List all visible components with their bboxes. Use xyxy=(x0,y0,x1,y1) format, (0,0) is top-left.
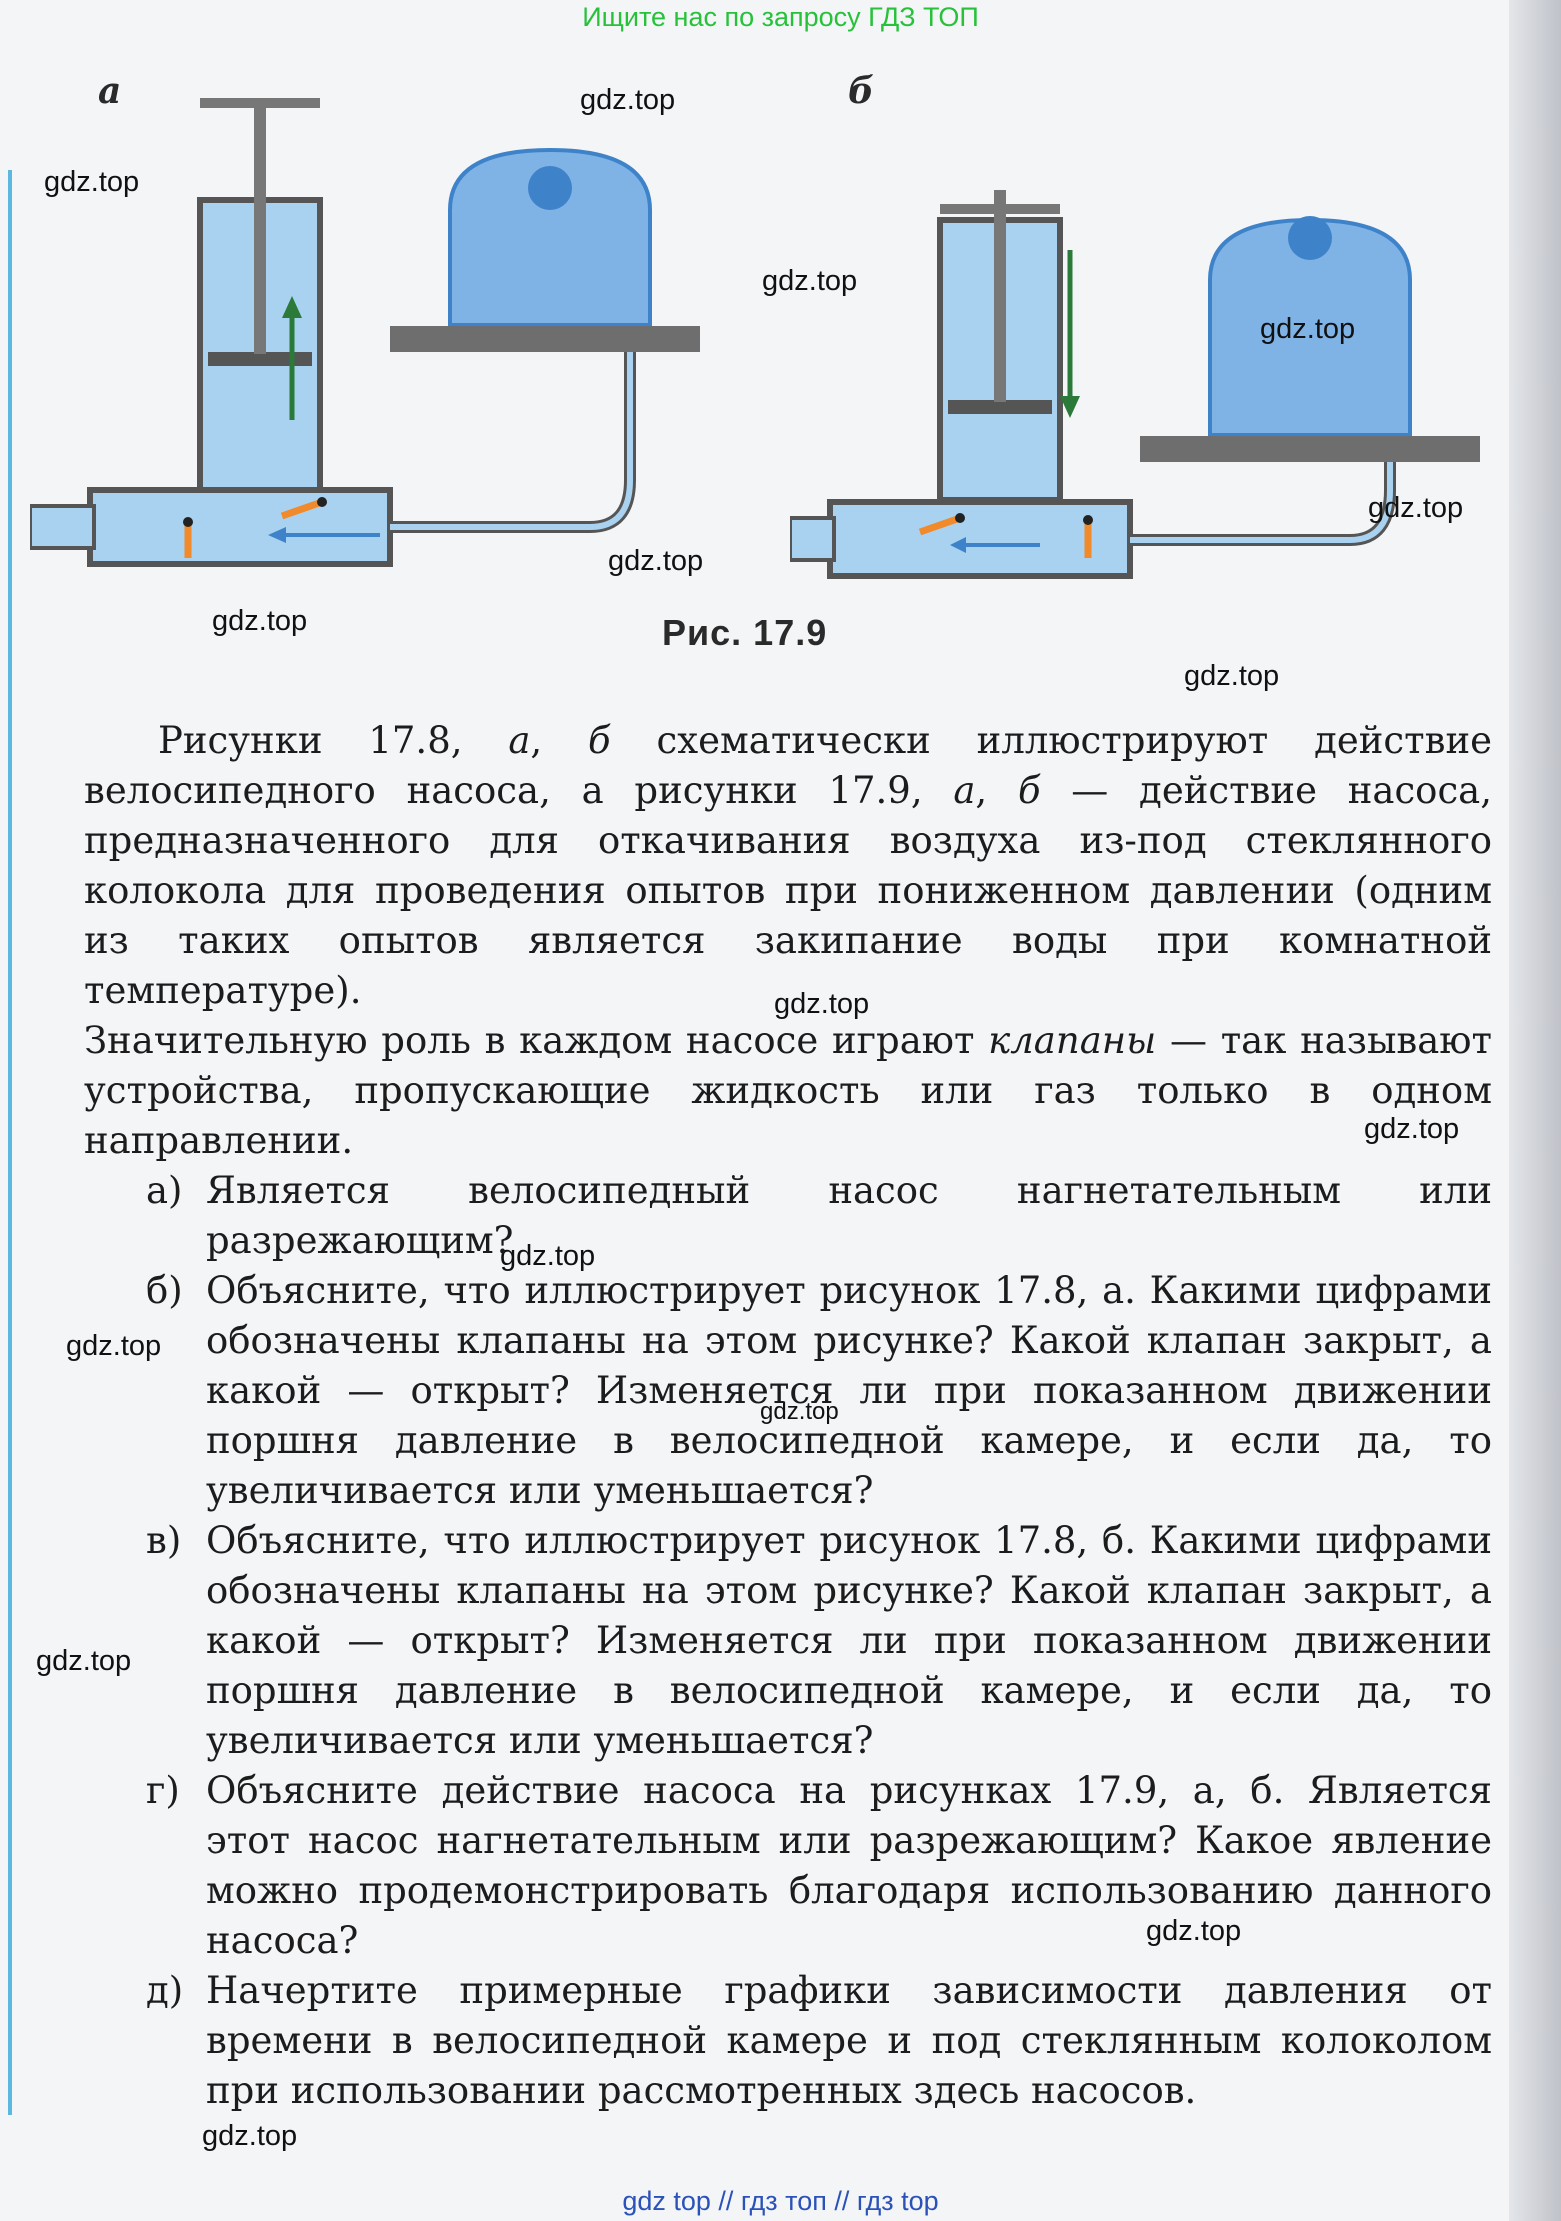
bottom-banner[interactable]: gdz top // гдз топ // гдз top xyxy=(622,2186,939,2216)
figure-caption: Рис. 17.9 xyxy=(662,612,828,653)
intro-text: Рисунки 17.8, xyxy=(158,719,509,762)
bell-jar-a xyxy=(448,147,652,327)
down-bracket-b xyxy=(940,204,1060,214)
italic-letter: а xyxy=(953,769,976,812)
intro-text: — действие насоса, предназначенного для … xyxy=(84,769,1492,1012)
intro-text: схематически иллюстрируют действие велос… xyxy=(84,719,1492,812)
task-text: Является велосипедный насос нагнетательн… xyxy=(206,1169,1492,1262)
italic-letter: а xyxy=(508,719,531,762)
task-item: б) Объясните, что иллюстрирует рисунок 1… xyxy=(84,1266,1492,1516)
watermark: gdz.top xyxy=(36,1645,132,1677)
intro-text: , xyxy=(530,719,589,762)
watermark: gdz.top xyxy=(1260,313,1356,345)
watermark: gdz.top xyxy=(760,1398,839,1425)
intro-text: Значительную роль в каждом насосе играют xyxy=(84,1019,989,1062)
valve-open-b xyxy=(918,514,962,536)
pump-outlet-a xyxy=(30,504,96,550)
tube-b xyxy=(1130,462,1396,546)
figure-label-a: а xyxy=(98,70,122,112)
task-letter: г) xyxy=(146,1769,180,1812)
problem-text: Рисунки 17.8, а, б схематически иллюстри… xyxy=(84,716,1492,2116)
pump-outlet-b xyxy=(790,516,836,562)
base-plate-a xyxy=(390,326,700,352)
task-text: Объясните действие насоса на рисунках 17… xyxy=(206,1769,1492,1962)
valve-open-a xyxy=(280,498,324,520)
watermark: gdz.top xyxy=(608,545,704,577)
task-letter: а) xyxy=(146,1169,183,1212)
tube-a xyxy=(390,352,636,533)
base-plate-b xyxy=(1140,436,1480,462)
watermark: gdz.top xyxy=(1146,1915,1242,1947)
watermark: gdz.top xyxy=(1184,660,1280,692)
bell-jar-knob-a xyxy=(528,166,572,210)
watermark: gdz.top xyxy=(774,988,870,1020)
intro-paragraph: Рисунки 17.8, а, б схематически иллюстри… xyxy=(84,716,1492,1016)
piston-rod-b xyxy=(994,190,1006,402)
top-banner[interactable]: Ищите нас по запросу ГДЗ ТОП xyxy=(582,2,979,32)
watermark: gdz.top xyxy=(1368,492,1464,524)
watermark: gdz.top xyxy=(500,1240,596,1272)
task-item: а) Является велосипедный насос нагнетате… xyxy=(84,1166,1492,1266)
bell-jar-knob-b xyxy=(1288,216,1332,260)
term-valves: клапаны xyxy=(988,1019,1157,1062)
italic-letter: б xyxy=(1017,769,1041,812)
piston-handle-a xyxy=(200,98,320,108)
pump-channel-a xyxy=(87,487,393,567)
margin-rule xyxy=(8,170,12,2115)
page-edge-shadow xyxy=(1509,0,1561,2221)
piston-b xyxy=(948,400,1052,414)
watermark: gdz.top xyxy=(1364,1113,1460,1145)
task-letter: б) xyxy=(146,1269,183,1312)
intro-text: , xyxy=(975,769,1018,812)
watermark: gdz.top xyxy=(580,84,676,116)
pump-diagram-a xyxy=(30,98,700,567)
watermark: gdz.top xyxy=(66,1330,162,1362)
task-letter: д) xyxy=(146,1969,184,2012)
task-letter: в) xyxy=(146,1519,182,1562)
task-text: Объясните, что иллюстрирует рисунок 17.8… xyxy=(206,1519,1492,1762)
watermark: gdz.top xyxy=(762,265,858,297)
piston-a xyxy=(208,352,312,366)
task-text: Объясните, что иллюстрирует рисунок 17.8… xyxy=(206,1269,1492,1512)
task-item: д) Начертите примерные графики зависимос… xyxy=(84,1966,1492,2116)
watermark: gdz.top xyxy=(44,166,140,198)
italic-letter: б xyxy=(588,719,611,762)
task-text: Начертите примерные графики зависимости … xyxy=(206,1969,1492,2112)
intro-text: — так называют устройства, пропускающие … xyxy=(84,1019,1492,1162)
watermark: gdz.top xyxy=(202,2120,298,2152)
watermark: gdz.top xyxy=(212,605,308,637)
piston-rod-a xyxy=(254,104,266,354)
valves-paragraph: Значительную роль в каждом насосе играют… xyxy=(84,1016,1492,1166)
figure-label-b: б xyxy=(848,70,874,112)
pump-diagram-b xyxy=(790,190,1480,579)
task-item: г) Объясните действие насоса на рисунках… xyxy=(84,1766,1492,1966)
task-item: в) Объясните, что иллюстрирует рисунок 1… xyxy=(84,1516,1492,1766)
